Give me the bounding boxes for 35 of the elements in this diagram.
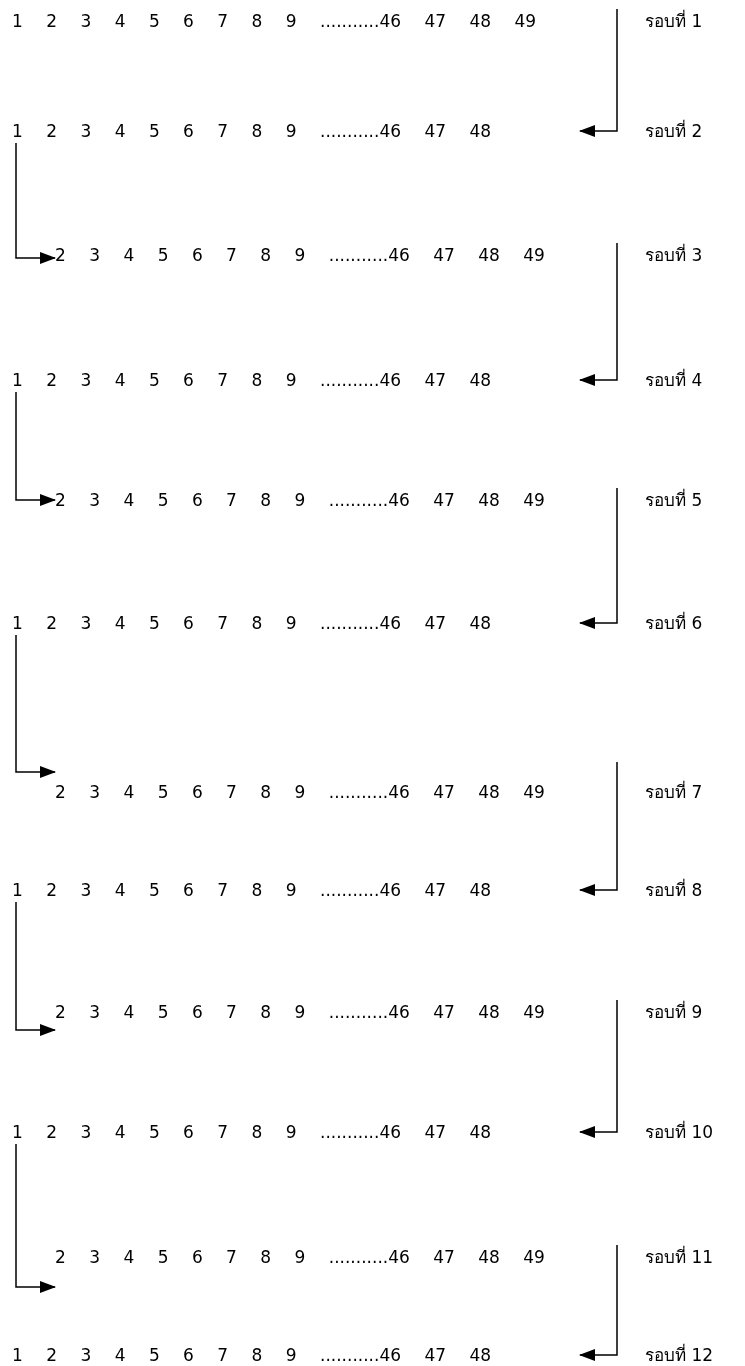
arrow	[15, 142, 56, 264]
arrow	[15, 634, 56, 778]
round-label: รอบที่ 9	[645, 1000, 703, 1024]
number-sequence: 1 2 3 4 5 6 7 8 9 ...........46 47 48	[12, 369, 492, 392]
round-label: รอบที่ 5	[645, 488, 703, 512]
arrow	[579, 487, 618, 629]
arrow	[579, 242, 618, 386]
round-label: รอบที่ 4	[645, 368, 703, 392]
number-sequence: 2 3 4 5 6 7 8 9 ...........46 47 48 49	[55, 1246, 545, 1269]
arrow	[15, 901, 56, 1036]
round-label: รอบที่ 3	[645, 243, 703, 267]
number-sequence: 1 2 3 4 5 6 7 8 9 ...........46 47 48	[12, 1344, 492, 1366]
round-label: รอบที่ 8	[645, 878, 703, 902]
round-label: รอบที่ 11	[645, 1245, 714, 1269]
number-sequence: 1 2 3 4 5 6 7 8 9 ...........46 47 48 49	[12, 10, 537, 33]
round-label: รอบที่ 12	[645, 1343, 714, 1366]
number-sequence: 1 2 3 4 5 6 7 8 9 ...........46 47 48	[12, 612, 492, 635]
round-label: รอบที่ 2	[645, 119, 703, 143]
number-sequence: 2 3 4 5 6 7 8 9 ...........46 47 48 49	[55, 489, 545, 512]
round-label: รอบที่ 10	[645, 1120, 714, 1144]
number-sequence: 1 2 3 4 5 6 7 8 9 ...........46 47 48	[12, 1121, 492, 1144]
number-sequence: 2 3 4 5 6 7 8 9 ...........46 47 48 49	[55, 1001, 545, 1024]
number-sequence: 1 2 3 4 5 6 7 8 9 ...........46 47 48	[12, 879, 492, 902]
number-sequence: 1 2 3 4 5 6 7 8 9 ...........46 47 48	[12, 120, 492, 143]
number-sequence: 2 3 4 5 6 7 8 9 ...........46 47 48 49	[55, 781, 545, 804]
number-sequence: 2 3 4 5 6 7 8 9 ...........46 47 48 49	[55, 244, 545, 267]
round-label: รอบที่ 7	[645, 780, 703, 804]
arrow	[579, 999, 618, 1138]
arrow	[579, 761, 618, 896]
round-label: รอบที่ 6	[645, 611, 703, 635]
arrow	[579, 8, 618, 137]
arrow	[15, 1143, 56, 1293]
round-label: รอบที่ 1	[645, 9, 703, 33]
arrow	[579, 1244, 618, 1361]
arrow	[15, 391, 56, 506]
